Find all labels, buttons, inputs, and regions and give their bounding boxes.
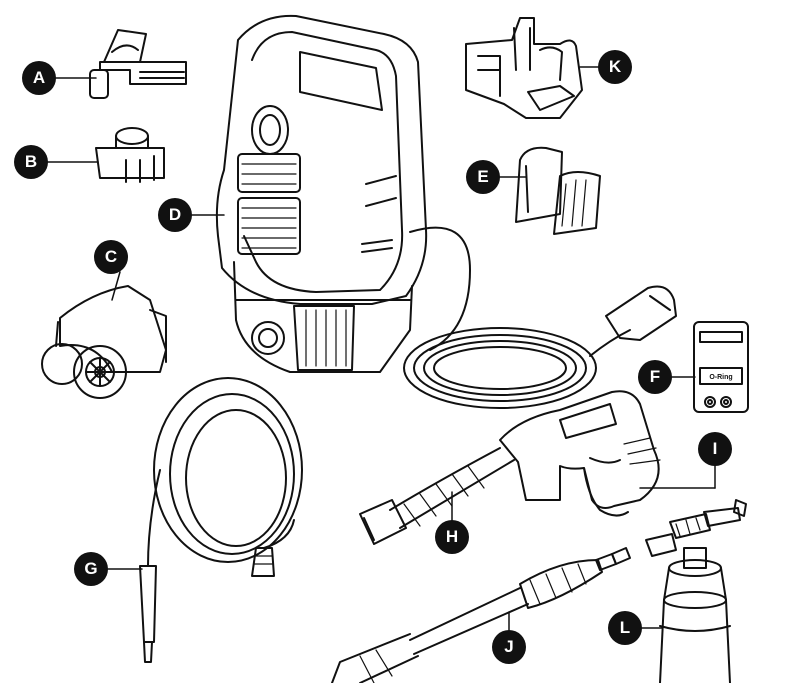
callout-label-c: C <box>94 240 128 274</box>
high-pressure-hose-upper <box>403 226 677 409</box>
part-l-foam-cannon <box>645 499 747 683</box>
part-c-wheel-housing <box>41 285 167 399</box>
part-a-clip <box>89 29 187 99</box>
callout-label-h: H <box>435 520 469 554</box>
part-f-oring-card <box>693 321 749 413</box>
oring-card-text: O-Ring <box>709 374 732 381</box>
callout-label-e: E <box>466 160 500 194</box>
callout-label-i: I <box>698 432 732 466</box>
part-j-lance <box>331 547 631 683</box>
callout-label-a: A <box>22 61 56 95</box>
part-k-bracket <box>465 17 583 119</box>
part-b-hook <box>95 127 165 183</box>
callout-label-g: G <box>74 552 108 586</box>
callout-label-f: F <box>638 360 672 394</box>
callout-label-b: B <box>14 145 48 179</box>
part-d-washer-body <box>215 14 428 373</box>
callout-label-d: D <box>158 198 192 232</box>
callout-label-k: K <box>598 50 632 84</box>
part-g-hose-coil <box>139 377 303 663</box>
part-e-holster <box>515 146 601 235</box>
callout-label-l: L <box>608 611 642 645</box>
leader-lines <box>45 66 716 631</box>
callout-label-j: J <box>492 630 526 664</box>
part-h-i-spray-gun <box>359 390 661 545</box>
